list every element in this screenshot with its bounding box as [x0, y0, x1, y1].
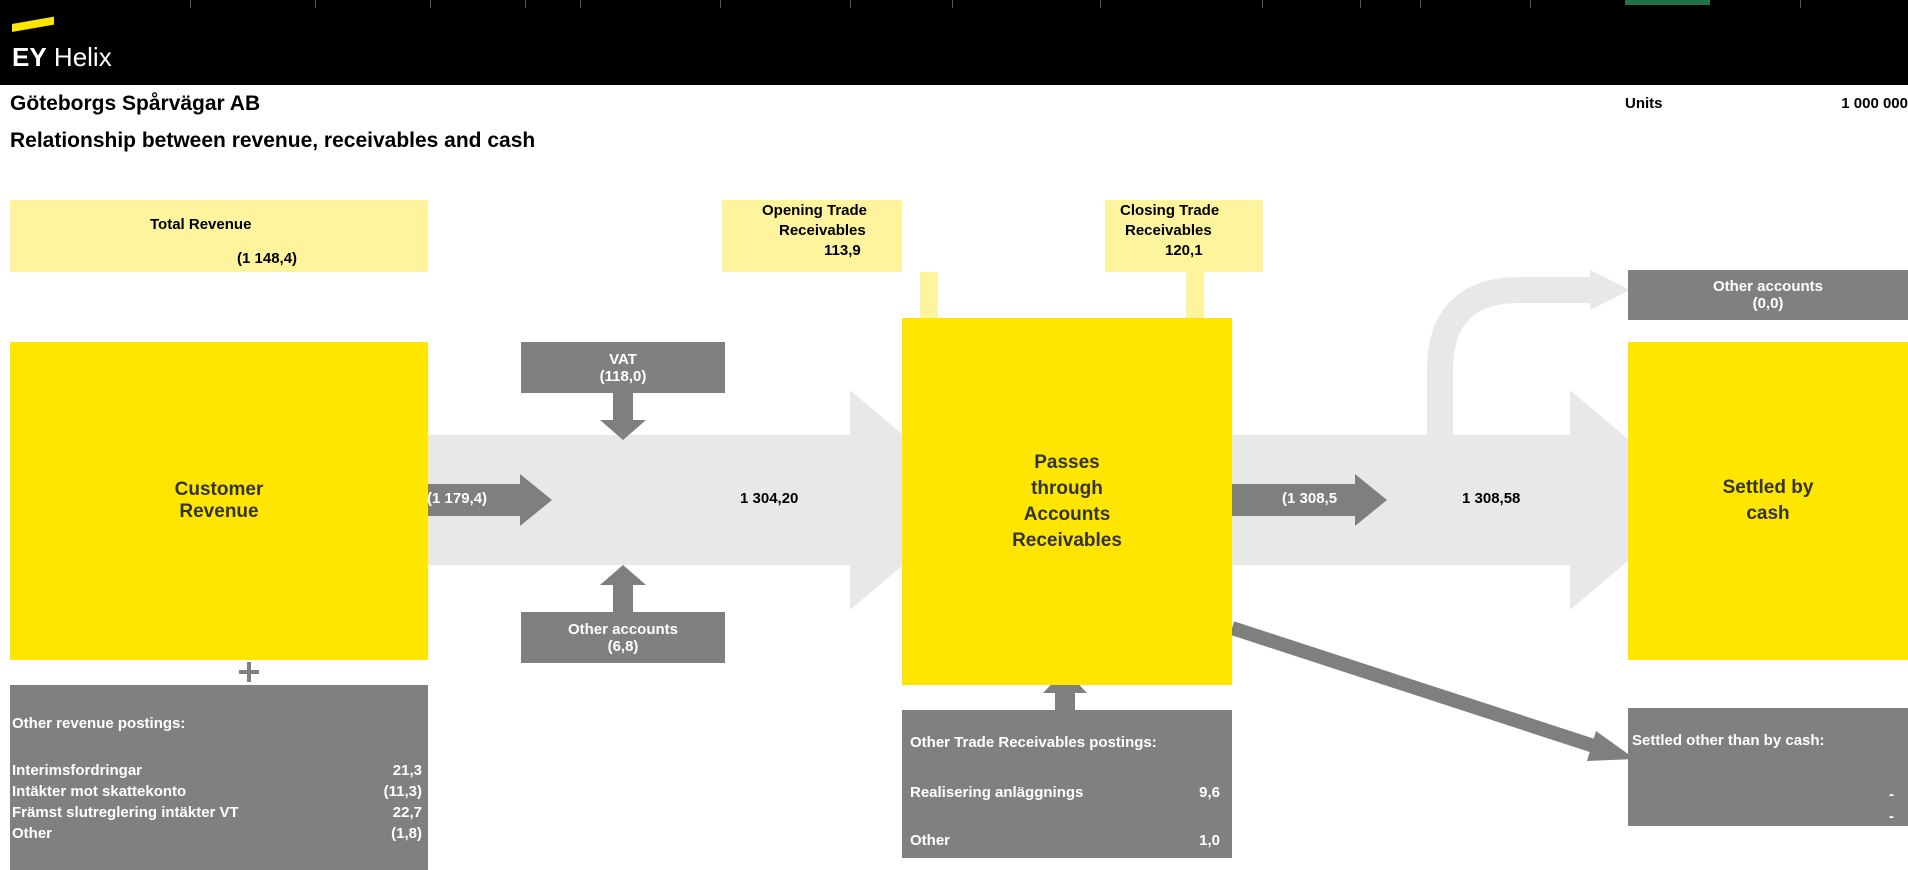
other-tr-postings-box: Other Trade Receivables postings: Realis… [902, 710, 1232, 858]
row-value: - [1889, 786, 1894, 803]
ar-line-4: Receivables [1012, 529, 1122, 551]
accounts-receivable-box: Passes through Accounts Receivables [902, 318, 1232, 685]
settled-by-cash-box: Settled by cash [1628, 342, 1908, 660]
flow2-total: 1 308,58 [1462, 490, 1521, 507]
other-accounts-left-box: Other accounts (6,8) [521, 612, 725, 663]
other-accounts-up-arrow [600, 565, 646, 612]
total-revenue-box: Total Revenue (1 148,4) [10, 200, 428, 272]
column-gridline [525, 0, 526, 8]
flow1-total: 1 304,20 [740, 490, 799, 507]
list-item: Främst slutreglering intäkter VT 22,7 [12, 804, 422, 821]
plus-icon-v [247, 662, 251, 682]
row-label: Intäkter mot skattekonto [12, 783, 187, 800]
list-item: Other 1,0 [910, 832, 1220, 849]
column-gridline [952, 0, 953, 8]
list-item: - [1632, 786, 1894, 803]
row-label: Other [12, 825, 53, 842]
column-gridline [1420, 0, 1421, 8]
other-accounts-left-label: Other accounts [567, 620, 679, 638]
total-revenue-label: Total Revenue [150, 216, 252, 233]
column-gridline [1100, 0, 1101, 8]
opening-tr-label-1: Opening Trade [762, 202, 868, 219]
customer-revenue-line-1: Customer [174, 479, 264, 500]
other-accounts-right-box: Other accounts (0,0) [1628, 270, 1908, 320]
column-gridline [850, 0, 851, 8]
customer-revenue-box: Customer Revenue [10, 342, 428, 660]
column-gridline [315, 0, 316, 8]
company-name: Göteborgs Spårvägar AB [10, 92, 261, 115]
curved-arrow-other-accounts [1427, 277, 1590, 437]
vat-value: (118,0) [599, 367, 647, 385]
opening-tr-label-2: Receivables [779, 222, 866, 239]
total-revenue-value: (1 148,4) [237, 250, 298, 267]
brand-helix: Helix [53, 42, 112, 72]
column-gridline [430, 0, 431, 8]
row-value: (11,3) [383, 783, 422, 800]
vat-down-arrow [600, 393, 646, 440]
list-item: Intäkter mot skattekonto (11,3) [12, 783, 422, 800]
column-gridline [1360, 0, 1361, 8]
vat-label: VAT [609, 350, 637, 368]
settled-other-title: Settled other than by cash: [1632, 732, 1825, 749]
row-value: 1,0 [1199, 832, 1220, 849]
other-accounts-right-value: (0,0) [1752, 295, 1784, 312]
other-revenue-postings-title: Other revenue postings: [12, 715, 186, 732]
other-tr-up-arrow [1043, 670, 1087, 710]
settled-cash-line-1: Settled by [1722, 477, 1814, 498]
row-value: (1,8) [391, 825, 422, 842]
row-value: 9,6 [1199, 784, 1220, 801]
flow-arrow-revenue-to-receivables [420, 390, 980, 610]
settled-other-box: Settled other than by cash: - - [1628, 708, 1908, 826]
row-value: - [1889, 808, 1894, 825]
diagonal-arrow-line [1229, 621, 1603, 755]
column-gridline [720, 0, 721, 8]
diagonal-arrow-head [1587, 731, 1635, 761]
column-gridline [580, 0, 581, 8]
closing-tr-label-2: Receivables [1125, 222, 1212, 239]
closing-tr-label-1: Closing Trade [1120, 202, 1220, 219]
flow1-arrow-value: (1 179,4) [427, 490, 488, 507]
ar-line-1: Passes [1034, 451, 1100, 473]
row-label: Realisering anläggnings [910, 784, 1084, 801]
list-item: Interimsfordringar 21,3 [12, 762, 422, 779]
other-accounts-left-value: (6,8) [607, 637, 639, 655]
other-revenue-postings-box: Other revenue postings: Interimsfordring… [10, 685, 428, 870]
other-tr-postings-title: Other Trade Receivables postings: [910, 734, 1157, 751]
units-value: 1 000 000 [1841, 95, 1908, 112]
units-label: Units [1625, 95, 1663, 112]
closing-tr-box: Closing Trade Receivables 120,1 [1105, 200, 1263, 272]
list-item: Other (1,8) [12, 825, 422, 842]
report-subtitle: Relationship between revenue, receivable… [10, 129, 536, 152]
vat-box: VAT (118,0) [521, 342, 725, 393]
arrow-1179 [424, 474, 552, 526]
brand-ey: EY [12, 42, 47, 72]
ar-line-3: Accounts [1023, 503, 1111, 525]
flow-arrow-receivables-to-cash [1230, 390, 1700, 610]
opening-tr-box: Opening Trade Receivables 113,9 [722, 200, 902, 272]
ey-helix-logo: EY Helix [12, 16, 162, 72]
other-accounts-right-label: Other accounts [1712, 278, 1824, 295]
opening-tr-value: 113,9 [824, 242, 861, 259]
row-label: Främst slutreglering intäkter VT [12, 804, 239, 821]
row-label: Other [910, 832, 951, 849]
arrow-1308 [1232, 474, 1387, 526]
column-gridline [1262, 0, 1263, 8]
column-gridline [190, 0, 191, 8]
curved-arrow-head [1590, 270, 1630, 310]
list-item: Realisering anläggnings 9,6 [910, 784, 1220, 801]
app-header-bar: EY Helix [0, 0, 1908, 85]
list-item: - [1632, 808, 1894, 825]
column-gridline [1530, 0, 1531, 8]
flow2-arrow-value: (1 308,5 [1282, 490, 1338, 507]
settled-cash-line-2: cash [1746, 503, 1790, 524]
row-value: 22,7 [392, 804, 422, 821]
column-gridline [1800, 0, 1801, 8]
row-label: Interimsfordringar [12, 762, 143, 779]
row-value: 21,3 [392, 762, 422, 779]
selected-column-marker [1625, 0, 1710, 5]
ar-line-2: through [1031, 477, 1103, 499]
closing-tr-value: 120,1 [1165, 242, 1203, 259]
customer-revenue-line-2: Revenue [179, 501, 259, 522]
